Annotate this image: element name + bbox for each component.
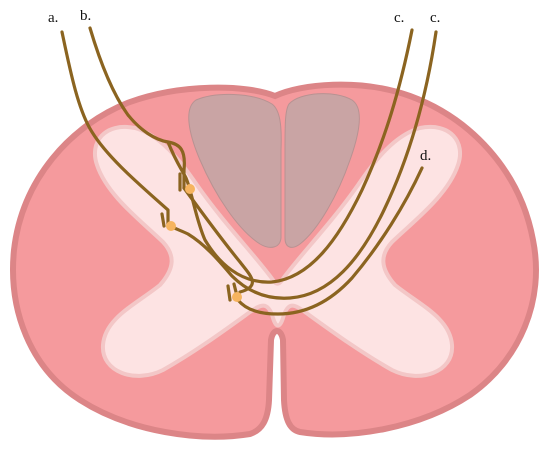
label-b: b.: [80, 8, 91, 24]
label-c-1: c.: [394, 10, 404, 26]
label-c-2: c.: [430, 10, 440, 26]
tract-d-branch: [228, 286, 230, 300]
tract-a-branch: [162, 214, 164, 226]
label-d: d.: [420, 148, 431, 164]
label-a: a.: [48, 10, 58, 26]
synapse-a: [166, 221, 176, 231]
synapse-d: [232, 292, 242, 302]
synapse-b: [185, 184, 195, 194]
